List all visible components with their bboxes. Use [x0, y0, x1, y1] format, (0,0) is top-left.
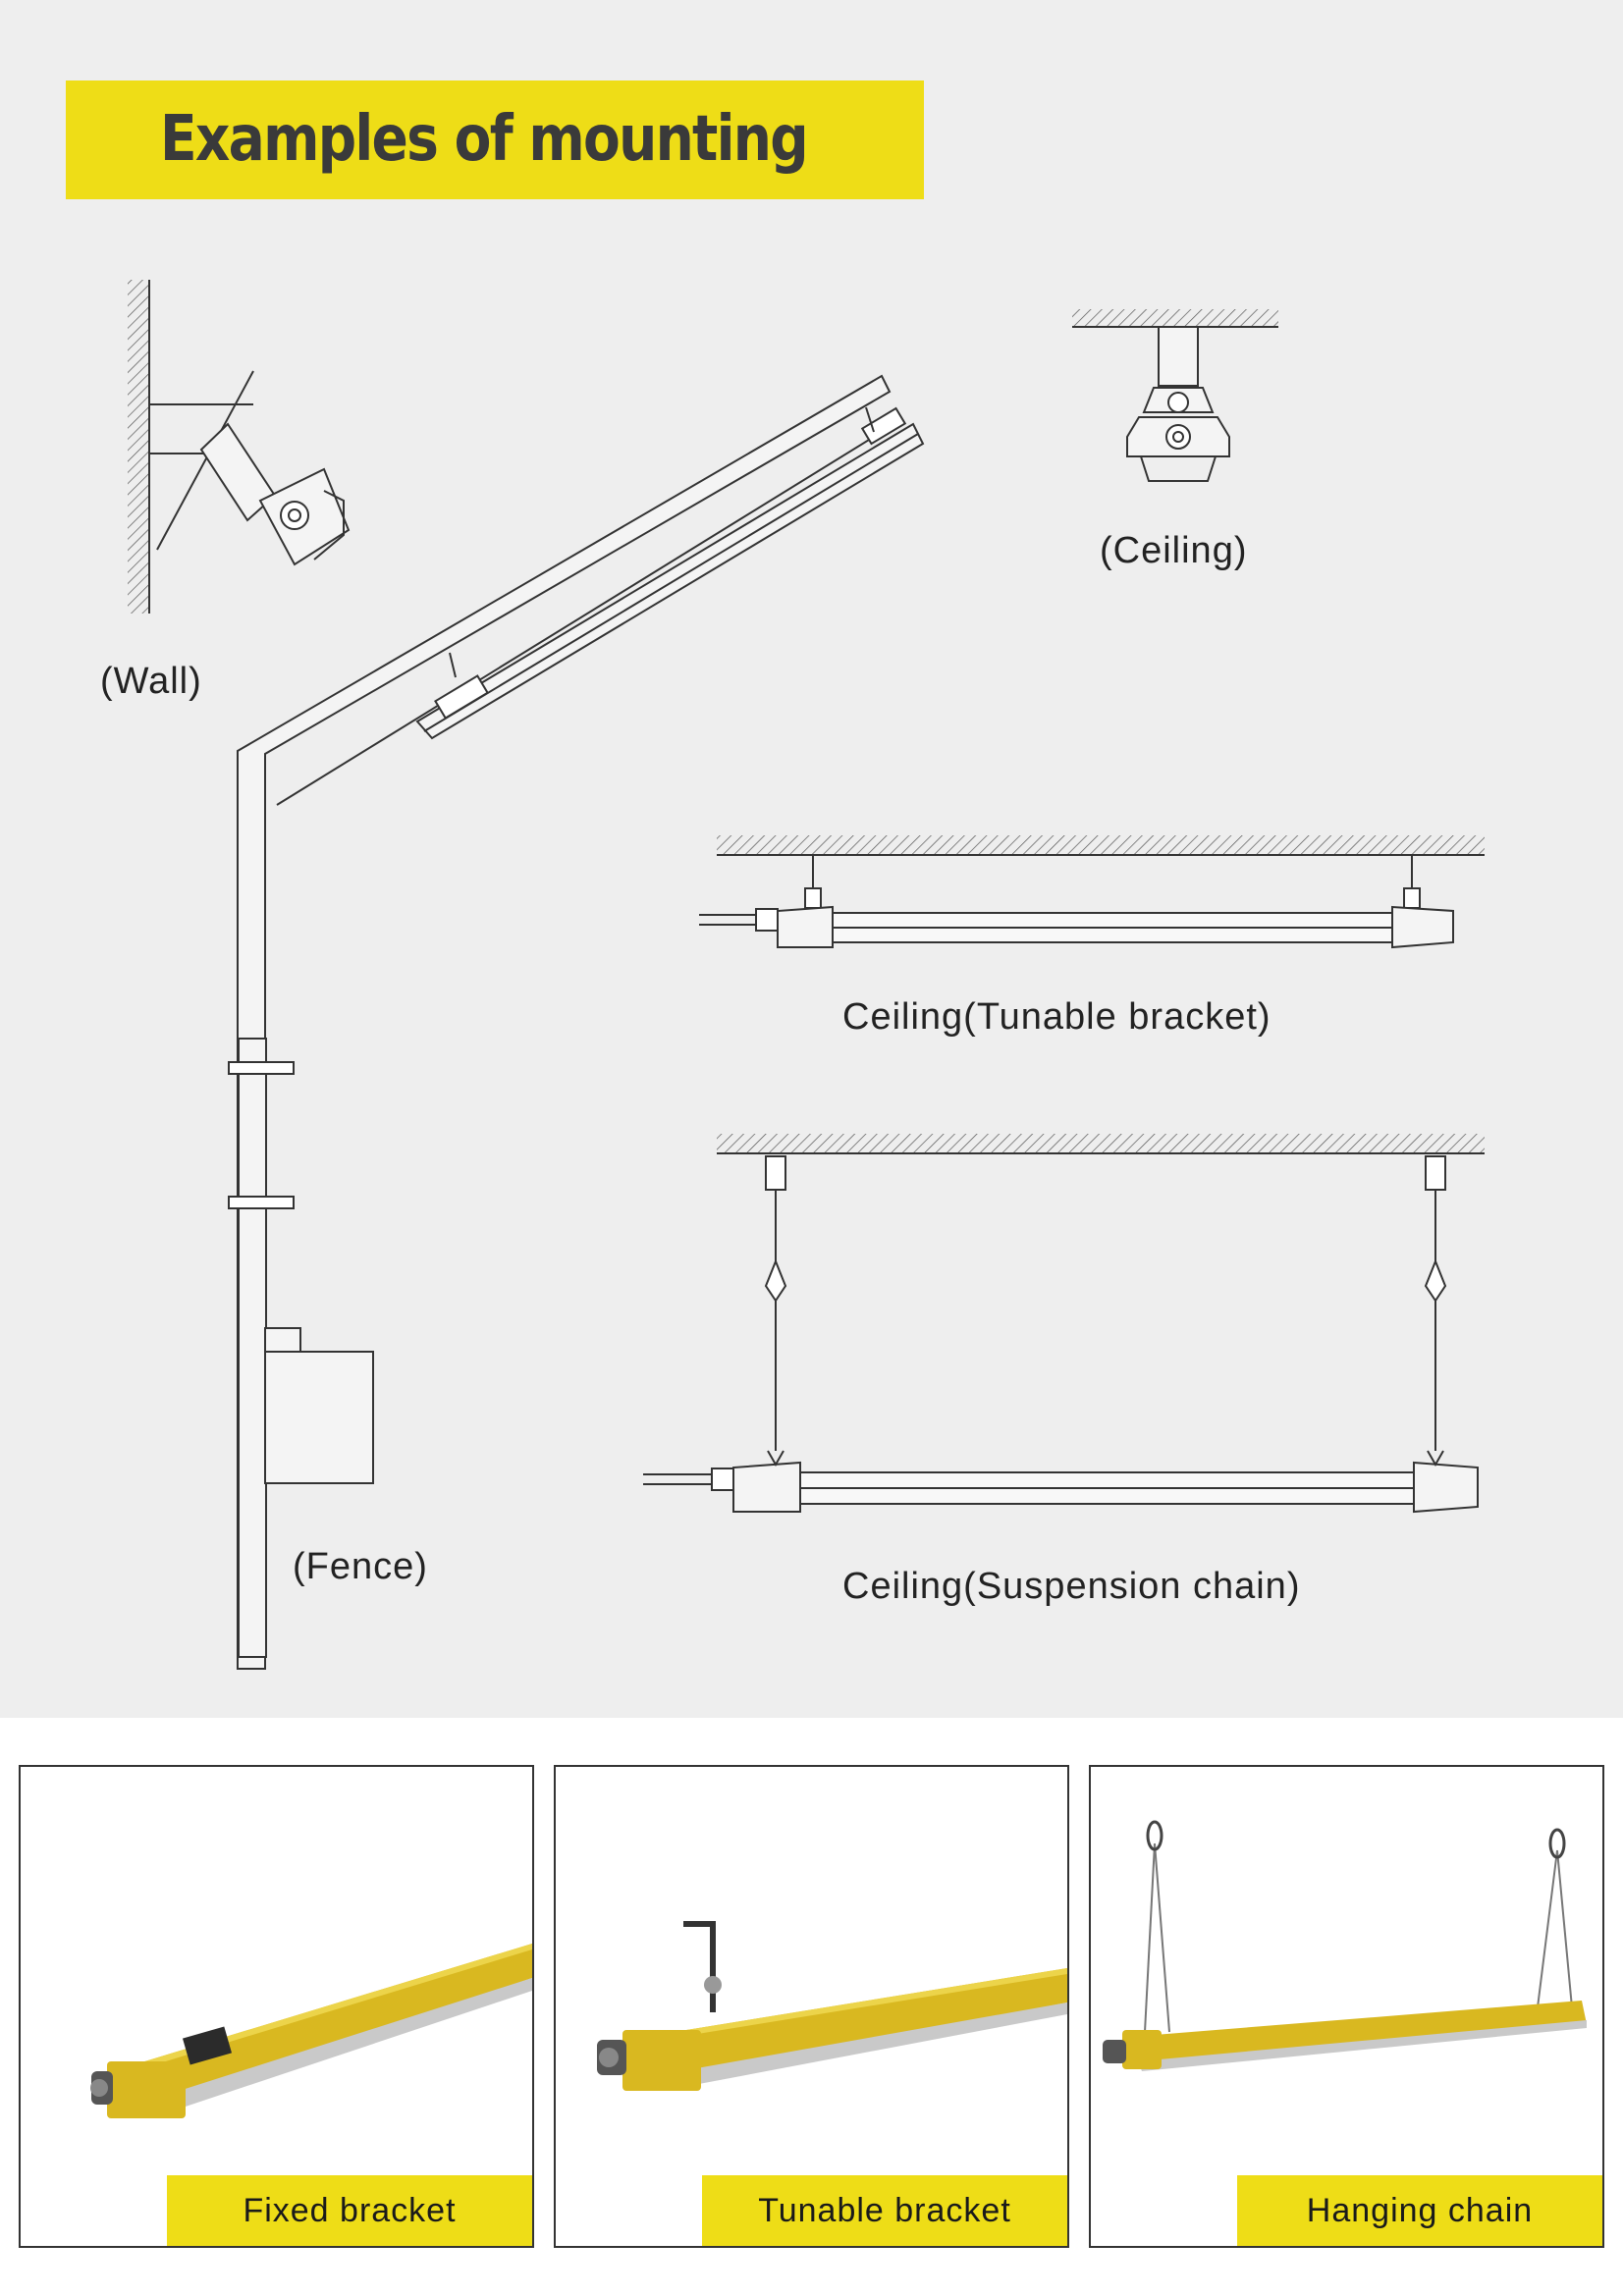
title-banner: Examples of mounting: [66, 80, 924, 199]
photo-caption-fixed: Fixed bracket: [167, 2175, 532, 2246]
ceiling-mount-drawing: [1072, 309, 1278, 482]
photo-hanging-chain: Hanging chain: [1089, 1765, 1604, 2248]
mounting-diagram-area: Examples of mounting: [0, 0, 1623, 1718]
label-ceiling-suspension: Ceiling(Suspension chain): [842, 1566, 1301, 1607]
label-fence: (Fence): [293, 1546, 428, 1587]
ceiling-suspension-drawing: [643, 1134, 1485, 1514]
wall-mount-drawing: [128, 280, 351, 614]
ceiling-tunable-drawing: [699, 835, 1485, 949]
fence-mount-drawing: [228, 374, 925, 1670]
photo-fixed-bracket: Fixed bracket: [19, 1765, 534, 2248]
label-wall: (Wall): [100, 661, 202, 702]
label-ceiling: (Ceiling): [1100, 530, 1248, 571]
photo-caption-tunable: Tunable bracket: [702, 2175, 1067, 2246]
hanging-chain-fixture-image: [1103, 1820, 1587, 2071]
photo-caption-hanging: Hanging chain: [1237, 2175, 1602, 2246]
mounting-drawings: [128, 280, 1485, 1670]
photo-tunable-bracket: Tunable bracket: [554, 1765, 1069, 2248]
fixed-bracket-fixture-image: [90, 1944, 532, 2118]
page-title: Examples of mounting: [160, 103, 809, 176]
tunable-bracket-fixture-image: [597, 1921, 1067, 2091]
label-ceiling-tunable: Ceiling(Tunable bracket): [842, 996, 1271, 1038]
